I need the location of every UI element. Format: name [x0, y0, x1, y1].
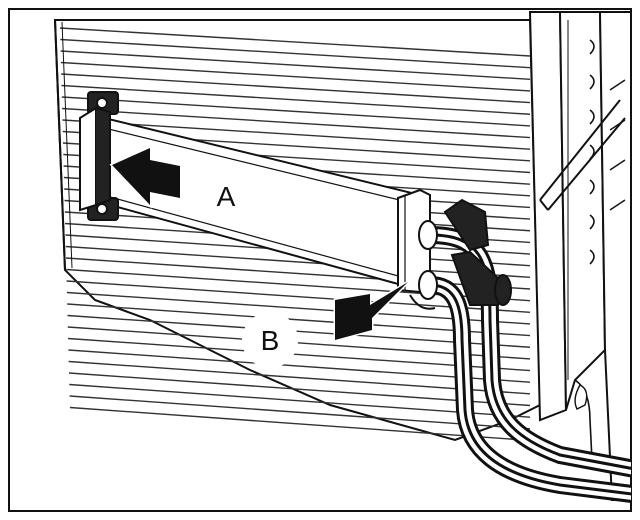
- callout-a-label: A: [217, 181, 236, 212]
- fin-line: [60, 38, 531, 69]
- fin-line: [65, 245, 531, 279]
- fin-line: [67, 314, 531, 348]
- arrow-b: [333, 280, 410, 342]
- radiator-side-tank: [528, 11, 631, 501]
- fin-line: [68, 337, 531, 372]
- fin-line: [60, 50, 531, 80]
- fin-line: [62, 119, 531, 150]
- fin-line: [62, 107, 531, 139]
- radiator-fins: [59, 27, 531, 442]
- fin-line: [61, 84, 531, 115]
- callout-b: B: [242, 312, 298, 368]
- fin-line: [61, 96, 531, 127]
- fin-line: [59, 27, 531, 57]
- fin-line: [69, 395, 531, 430]
- callout-b-label: B: [261, 325, 280, 356]
- fin-line: [60, 61, 531, 92]
- mounting-bracket: [539, 99, 626, 211]
- fin-line: [68, 360, 531, 395]
- left-mounting-bracket: [79, 91, 119, 221]
- pipe-fittings: [409, 198, 512, 310]
- fin-line: [67, 326, 531, 360]
- fin-line: [69, 383, 531, 418]
- fin-line: [69, 406, 531, 442]
- callout-a: A: [198, 168, 254, 224]
- fin-line: [68, 349, 531, 383]
- arrow-a: [109, 145, 182, 209]
- fin-line: [61, 73, 531, 104]
- fin-line: [68, 372, 531, 407]
